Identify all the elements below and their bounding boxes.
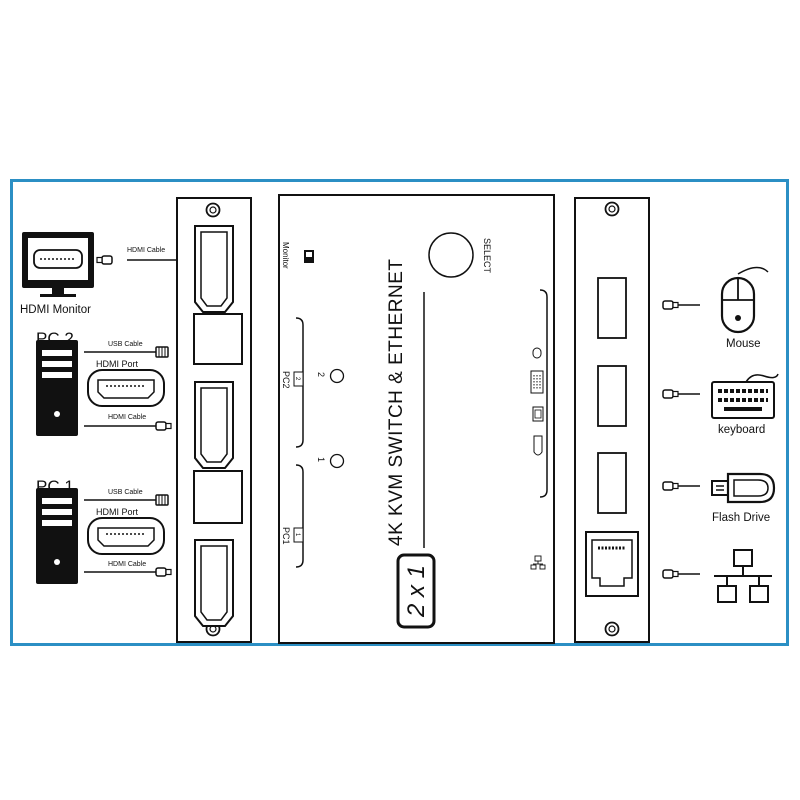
screw-hole [205,202,221,218]
right-port-panel [574,197,650,643]
flash-drive-label: Flash Drive [712,512,770,524]
pc2-group: PC 2 USB Cable HDMI Port HDMI Cable [36,329,172,436]
led-pc2-label: 2 [316,372,326,377]
usb-a-port-keyboard [597,365,627,427]
hdmi-monitor-group: HDMI Monitor HDMI Cable [20,232,176,316]
mouse-label: Mouse [726,338,761,350]
network-icon [714,549,772,603]
monitor-cable-label: HDMI Cable [127,247,165,254]
keyboard-group: keyboard [662,373,779,436]
flash-drive-group: Flash Drive [662,472,776,524]
usb-b-port-pc2 [193,313,243,365]
pc1-usb-cable-label: USB Cable [108,489,143,496]
pc2-tower-icon [36,340,78,436]
hdmi-port-pc1 [194,539,234,627]
mouse-small-icon [532,347,542,359]
left-port-panel [176,197,252,643]
pc2-section-label: PC2 [281,371,291,389]
switch-title: 4K KVM SWITCH & ETHERNET [386,258,407,546]
pc1-hdmi-cable-label: HDMI Cable [108,561,146,568]
select-label: SELECT [482,238,492,274]
monitor-small-icon [304,250,314,263]
flash-small-icon [533,435,543,456]
usb-b-port-pc1 [193,470,243,524]
select-button[interactable] [428,232,474,278]
network-small-icon [530,555,546,570]
pc1-tower-icon [36,488,78,584]
right-bracket [539,289,548,498]
keyboard-small-icon [530,370,544,394]
hdmi-port-monitor [194,225,234,313]
monitor-port-label: Monitor [281,242,290,269]
monitor-cable-plug [96,255,113,265]
led-pc2 [329,368,345,384]
screw-hole [604,621,620,637]
pc2-hdmi-cable-label: HDMI Cable [108,414,146,421]
pc1-usb-plug [155,494,169,506]
model-text: 2 x 1 [403,565,430,618]
led-pc1-label: 1 [316,457,326,462]
pc1-hdmi-port-label: HDMI Port [96,507,139,517]
pc1-section-label: PC1 [281,527,291,545]
keyboard-icon [711,373,779,419]
pc1-hdmi-port-icon [87,517,165,555]
svg-text:2: 2 [294,377,300,381]
pc1-hdmi-plug [155,567,172,577]
pc1-group: PC 1 USB Cable HDMI Port HDMI Cable [36,477,172,584]
screw-hole [604,201,620,217]
mouse-group: Mouse [662,266,769,350]
pc2-hdmi-port-label: HDMI Port [96,359,139,369]
pc2-hdmi-plug [155,421,172,431]
flash-drive-icon [711,472,776,504]
network-cable-plug [662,569,679,579]
pc2-hdmi-port-icon [87,369,165,407]
keyboard-cable-plug [662,389,679,399]
monitor-icon [22,232,94,297]
ethernet-port [585,531,639,597]
hdmi-port-pc2 [194,381,234,469]
pc1-port-icon: 1 [293,527,304,543]
pc1-bracket [295,464,304,568]
usb-small-icon [532,406,544,422]
svg-text:1: 1 [294,533,300,537]
network-group [662,549,772,603]
monitor-label: HDMI Monitor [20,304,91,316]
usb-a-port-mouse [597,277,627,339]
mouse-icon [720,266,769,334]
keyboard-label: keyboard [718,424,765,436]
usb-a-port-flash [597,452,627,514]
pc2-usb-plug [155,346,169,358]
led-pc1 [329,453,345,469]
pc2-port-icon: 2 [293,371,304,387]
diagram-frame [10,179,789,646]
pc2-usb-cable-label: USB Cable [108,341,143,348]
flash-cable-plug [662,481,679,491]
model-badge [396,553,436,629]
mouse-cable-plug [662,300,679,310]
kvm-switch-body: SELECT Monitor PC2 2 2 PC1 1 1 4K KVM SW… [278,194,555,644]
